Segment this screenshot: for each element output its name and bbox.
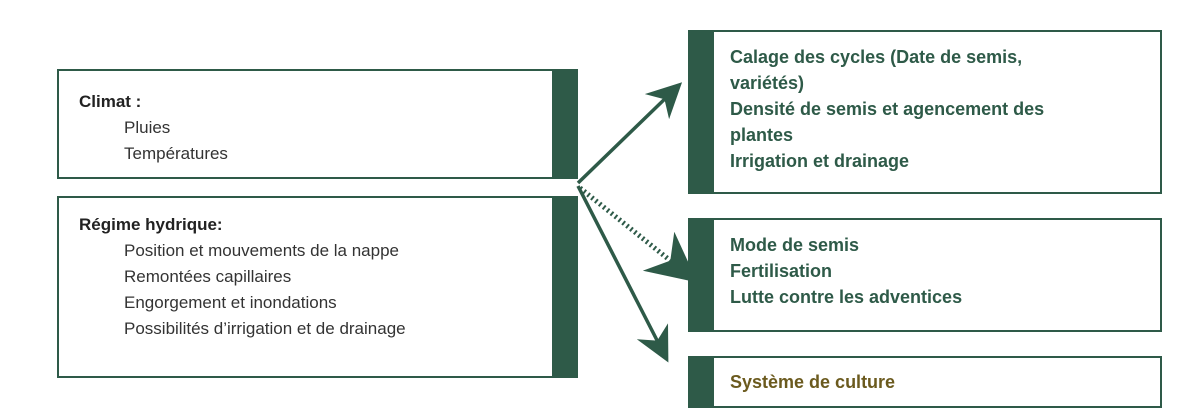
arrow-to-calage [576, 82, 683, 185]
arrow-to-systeme [576, 185, 669, 363]
mode-semis-box: Mode de semis Fertilisation Lutte contre… [688, 218, 1162, 332]
calage-box: Calage des cycles (Date de semis, variét… [688, 30, 1162, 194]
regime-box-bar [552, 196, 578, 378]
climat-item-pluies: Pluies [124, 118, 171, 137]
climat-box: Climat : Pluies Températures [57, 69, 578, 179]
mode-semis-line-3: Lutte contre les adventices [730, 287, 963, 307]
systeme-culture-label: Système de culture [730, 372, 896, 392]
calage-line-2: variétés) [730, 73, 805, 93]
climat-title: Climat : [79, 92, 142, 111]
mode-semis-line-1: Mode de semis [730, 235, 860, 255]
arrow-dotted-to-mode-semis [578, 186, 698, 283]
systeme-culture-box: Système de culture [688, 356, 1162, 408]
calage-line-3: Densité de semis et agencement des [730, 99, 1045, 119]
regime-item-engorgement: Engorgement et inondations [124, 293, 337, 312]
regime-item-irrigation: Possibilités d’irrigation et de drainage [124, 319, 406, 338]
regime-item-remontees: Remontées capillaires [124, 267, 292, 286]
climat-box-bar [552, 69, 578, 179]
systeme-culture-box-bar [688, 356, 714, 408]
regime-item-nappe: Position et mouvements de la nappe [124, 241, 400, 260]
regime-hydrique-box: Régime hydrique: Position et mouvements … [57, 196, 578, 378]
calage-line-5: Irrigation et drainage [730, 151, 910, 171]
calage-box-bar [688, 30, 714, 194]
mode-semis-line-2: Fertilisation [730, 261, 833, 281]
climat-item-temperatures: Températures [124, 144, 228, 163]
calage-line-4: plantes [730, 125, 794, 145]
regime-title: Régime hydrique: [79, 215, 223, 234]
mode-semis-box-bar [688, 218, 714, 332]
calage-line-1: Calage des cycles (Date de semis, [730, 47, 1023, 67]
